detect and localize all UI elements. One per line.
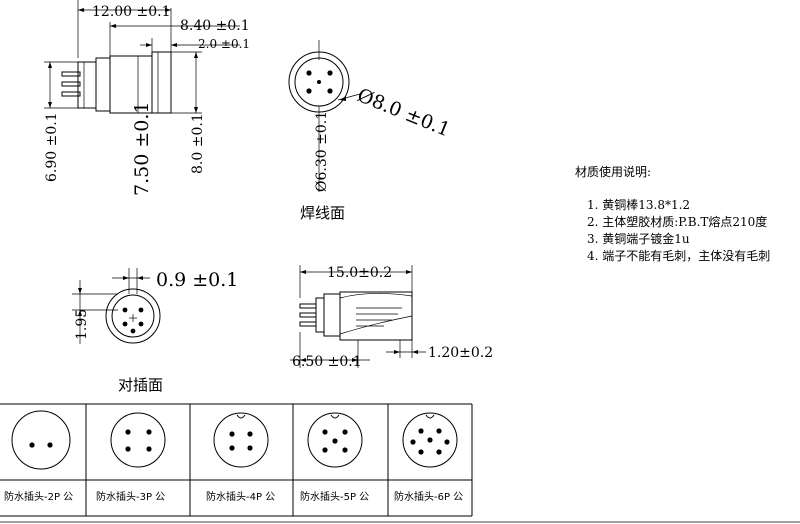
variant-6p: 防水插头-6P 公 — [394, 412, 463, 503]
material-notes: 材质使用说明: 1. 黄铜棒13.8*1.2 2. 主体塑胶材质:P.B.T熔点… — [575, 164, 770, 263]
variant-label-5p: 防水插头-5P 公 — [300, 490, 369, 503]
dim-flange-length: 2.0 ±0.1 — [198, 37, 250, 51]
variant-label-3p: 防水插头-3P 公 — [96, 490, 165, 503]
mating-face-view: 0.9 ±0.1 1.95 对插面 — [72, 268, 238, 394]
dim-weld-inner-diameter: Ø6.30 ±0.1 — [314, 111, 330, 192]
notes-title: 材质使用说明: — [575, 164, 651, 179]
variant-5p: 防水插头-5P 公 — [300, 412, 369, 503]
variant-label-6p: 防水插头-6P 公 — [394, 490, 463, 503]
variant-3p: 防水插头-3P 公 — [96, 412, 166, 503]
dim-pin-height: 6.90 ±0.1 — [44, 112, 60, 182]
variant-2p: 防水插头-2P 公 — [4, 410, 73, 503]
weld-face-label: 焊线面 — [300, 204, 345, 222]
variant-4p: 防水插头-4P 公 — [206, 412, 275, 503]
dim-weld-outer-diameter: Ø8.0 ±0.1 — [354, 84, 453, 141]
weld-face-view: Ø8.0 ±0.1 Ø6.30 ±0.1 焊线面 — [288, 40, 453, 222]
variant-label-2p: 防水插头-2P 公 — [4, 490, 73, 503]
side-view: 12.00 ±0.1 8.40 ±0.1 2.0 ±0.1 6.90 ±0.1 … — [44, 0, 250, 196]
variant-table: 防水插头-2P 公 防水插头-3P 公 防水插头-4P 公 — [0, 403, 473, 517]
dim-total-length: 12.00 ±0.1 — [92, 4, 171, 20]
dim-body-height: 7.50 ±0.1 — [131, 102, 153, 196]
dim-right-pin-length: 6.50 ±0.1 — [292, 354, 362, 370]
dim-right-step: 1.20±0.2 — [428, 345, 493, 361]
dim-flange-height: 8.0 ±0.1 — [190, 113, 206, 174]
variant-label-4p: 防水插头-4P 公 — [206, 490, 275, 503]
dim-mating-height: 1.95 — [74, 309, 90, 340]
note-item-2: 2. 主体塑胶材质:P.B.T熔点210度 — [587, 214, 767, 229]
note-item-3: 3. 黄铜端子镀金1u — [587, 231, 690, 246]
note-item-1: 1. 黄铜棒13.8*1.2 — [587, 197, 690, 212]
dim-right-length: 15.0±0.2 — [327, 265, 392, 281]
right-side-view: 15.0±0.2 6.50 ±0.1 1.20±0.2 — [290, 265, 493, 370]
note-item-4: 4. 端子不能有毛刺，主体没有毛刺 — [587, 248, 770, 263]
dim-pin-spacing: 0.9 ±0.1 — [156, 269, 238, 291]
mating-face-label: 对插面 — [118, 376, 163, 394]
dim-body-length: 8.40 ±0.1 — [180, 18, 250, 34]
